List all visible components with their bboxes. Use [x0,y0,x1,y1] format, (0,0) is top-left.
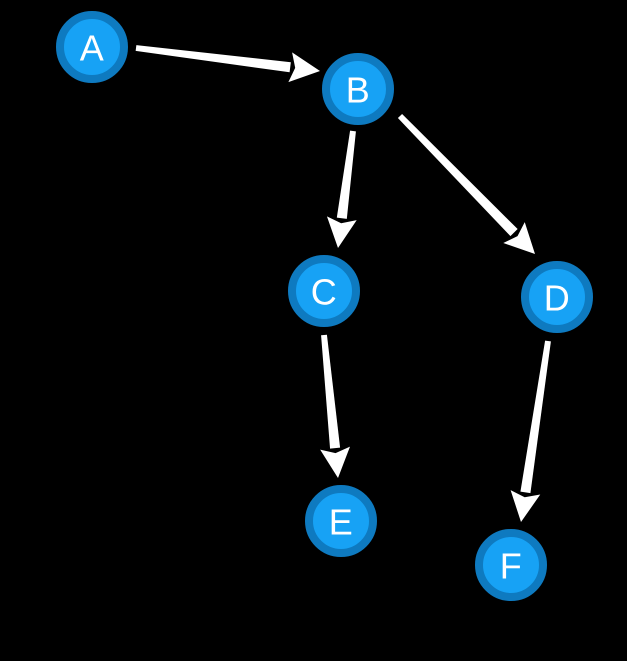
edge-arrowhead-icon [510,490,541,522]
edge-shaft [397,113,518,237]
edge-shaft [135,45,291,73]
graph-node-e[interactable]: E [305,485,377,557]
graph-edge-b-c [326,130,357,248]
node-label: E [329,502,354,543]
graph-node-d[interactable]: D [521,261,593,333]
node-label: F [500,546,523,587]
node-circle[interactable] [305,485,377,557]
graph-edge-d-f [510,340,551,522]
graph-node-f[interactable]: F [475,529,547,601]
graph-node-c[interactable]: C [288,255,360,327]
edge-arrowhead-icon [288,52,320,83]
edge-shaft [520,340,551,494]
edges-layer [135,45,551,522]
node-circle[interactable] [475,529,547,601]
edge-shaft [321,334,341,449]
edge-arrowhead-icon [326,216,357,248]
node-circle[interactable] [288,255,360,327]
nodes-layer: A B C D E F [56,11,593,601]
edge-arrowhead-icon [503,222,535,254]
edge-shaft [336,130,356,219]
node-label: C [311,272,338,313]
node-circle[interactable] [56,11,128,83]
edge-arrowhead-icon [320,446,351,478]
graph-node-a[interactable]: A [56,11,128,83]
graph-edge-c-e [320,334,351,478]
graph-edge-b-d [397,113,535,254]
node-circle[interactable] [322,53,394,125]
node-label: A [80,28,105,69]
node-label: D [544,278,571,319]
node-label: B [346,70,371,111]
graph-node-b[interactable]: B [322,53,394,125]
graph-edge-a-b [135,45,320,83]
node-circle[interactable] [521,261,593,333]
